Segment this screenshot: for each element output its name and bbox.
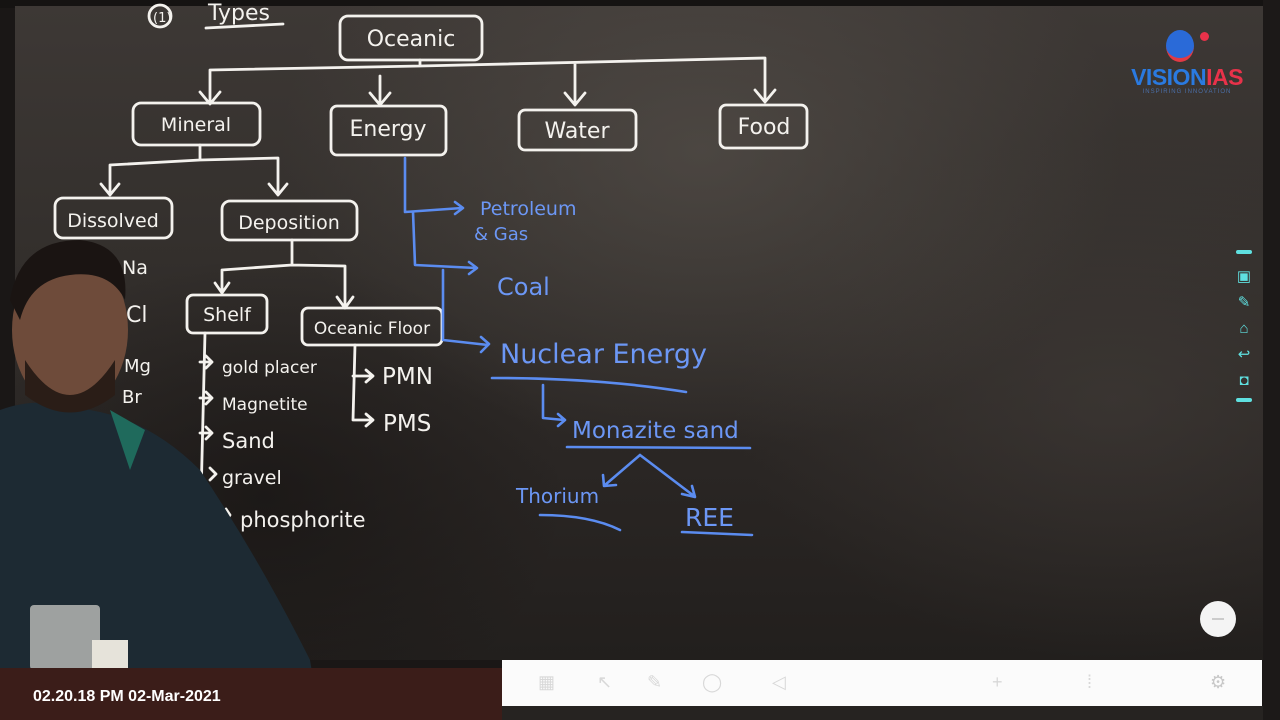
minimize-icon[interactable] <box>1236 398 1252 402</box>
grid-icon[interactable]: ▦ <box>538 672 556 692</box>
mineral-box <box>131 101 262 147</box>
ocean-floor-label: Oceanic Floor <box>314 319 430 339</box>
board-side-toolbar: ▣ ✎ ⌂ ↩ ◘ <box>1234 250 1254 416</box>
bottom-toolbar: ▦ ↖ ✎ ◯ ◁ + ⁞ ⚙ <box>502 660 1262 706</box>
dissolved-item: Na <box>122 257 148 279</box>
cup <box>92 640 128 670</box>
add-page-icon[interactable]: + <box>992 672 1003 692</box>
deposition-label: Deposition <box>238 212 340 234</box>
ocean-floor-item: PMN <box>382 364 433 390</box>
energy-item: Petroleum <box>480 198 576 220</box>
floating-menu-button[interactable] <box>1200 601 1236 637</box>
food-label: Food <box>738 115 791 140</box>
header-underline <box>204 22 285 30</box>
board-right-frame <box>1263 0 1280 720</box>
monazite-product: Thorium <box>515 484 599 508</box>
water-glass <box>30 605 100 670</box>
pen-icon[interactable]: ✎ <box>1237 294 1251 311</box>
shelf-item: phosphorite <box>240 508 366 532</box>
presenter <box>0 240 320 720</box>
page-indicator-icon: ⁞ <box>1087 672 1093 692</box>
energy-item: Coal <box>497 273 550 301</box>
energy-item: & Gas <box>474 224 528 245</box>
logo-dot <box>1200 32 1209 41</box>
monazite-label: Monazite sand <box>572 418 739 444</box>
timestamp: 02.20.18 PM 02-Mar-2021 <box>33 688 221 705</box>
dissolved-label: Dissolved <box>67 210 159 232</box>
settings-gear-icon[interactable]: ⚙ <box>1210 672 1227 692</box>
logo-globe-icon <box>1166 30 1194 62</box>
thorium-underline <box>538 513 622 532</box>
presenter-collar <box>110 410 145 470</box>
energy-label: Energy <box>349 117 426 142</box>
nuclear-connectors <box>490 376 688 428</box>
deposition-connectors <box>213 238 355 310</box>
dissolved-item: Mg <box>124 356 151 377</box>
shelf-item: gold placer <box>222 358 317 378</box>
header-title: Types <box>207 1 270 26</box>
undo-icon[interactable]: ↩ <box>1237 346 1251 363</box>
shelf-box <box>185 293 269 335</box>
shelf-item: Sand <box>222 429 275 453</box>
logo-brand-a: VISION <box>1131 64 1207 90</box>
dissolved-box <box>53 196 174 240</box>
mineral-label: Mineral <box>161 114 231 136</box>
monazite-product: REE <box>685 503 734 532</box>
header-number: (1) <box>153 11 171 26</box>
shelf-connectors <box>198 331 232 542</box>
ree-underline <box>680 530 754 537</box>
root-box <box>338 14 484 62</box>
shelf-item: Magnetite <box>222 395 308 415</box>
screen-icon[interactable]: ▣ <box>1236 268 1252 285</box>
minimize-icon[interactable] <box>1236 250 1252 254</box>
food-box <box>718 103 809 150</box>
shelf-label: Shelf <box>203 304 252 326</box>
energy-item: Nuclear Energy <box>500 339 707 370</box>
pointer-icon[interactable]: ↖ <box>597 672 613 692</box>
energy-box <box>329 104 448 157</box>
window-icon[interactable]: ◘ <box>1239 372 1249 389</box>
monazite-connectors <box>565 445 752 499</box>
ocean-floor-item: PMS <box>383 411 431 437</box>
logo-tagline: INSPIRING INNOVATION <box>1142 89 1232 95</box>
eraser-icon[interactable]: ◯ <box>702 672 723 692</box>
shape-icon[interactable]: ◁ <box>772 672 786 692</box>
presenter-head <box>12 250 128 410</box>
board-top-frame <box>0 0 1280 8</box>
dissolved-item: Br <box>122 387 142 408</box>
water-label: Water <box>544 119 610 144</box>
pen-icon[interactable]: ✎ <box>647 672 663 692</box>
presenter-beard <box>25 360 115 413</box>
shelf-item: gravel <box>222 467 282 489</box>
presenter-hair <box>10 240 126 320</box>
visionias-logo: VISIONIAS INSPIRING INNOVATION <box>1122 30 1252 100</box>
dash-icon <box>1212 618 1224 620</box>
logo-brand-b: IAS <box>1206 64 1243 90</box>
home-icon[interactable]: ⌂ <box>1239 320 1249 337</box>
ocean-floor-connectors <box>351 343 375 428</box>
deposition-box <box>220 199 359 242</box>
water-box <box>517 108 638 152</box>
dissolved-item: Cl <box>126 303 147 328</box>
root-label: Oceanic <box>367 27 456 52</box>
energy-connectors <box>403 156 491 354</box>
timestamp-bar: 02.20.18 PM 02-Mar-2021 <box>0 668 502 720</box>
header-number-circle <box>147 3 173 29</box>
mineral-connectors <box>99 143 289 197</box>
